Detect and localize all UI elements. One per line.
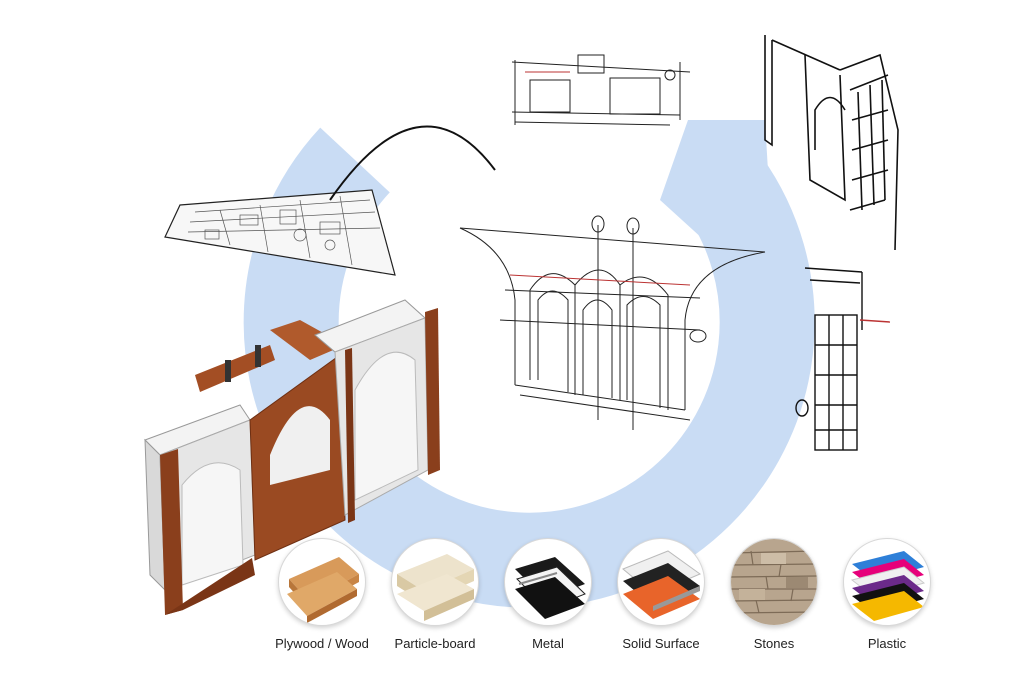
material-label: Plywood / Wood: [275, 636, 369, 651]
material-stones: Stones: [722, 538, 826, 651]
metal-icon: [504, 538, 592, 626]
material-solid-surface: Solid Surface: [609, 538, 713, 651]
floor-plan-drawing: [164, 189, 396, 276]
material-label: Stones: [753, 636, 795, 651]
material-label: Particle-board: [394, 636, 476, 651]
material-metal: Metal: [496, 538, 600, 651]
material-label: Metal: [532, 636, 564, 651]
solid-surface-icon: [617, 538, 705, 626]
material-label: Solid Surface: [622, 636, 700, 651]
material-plastic: Plastic: [835, 538, 939, 651]
materials-list: Plywood / Wood Particle-board: [270, 538, 950, 668]
arch-elevation-drawing: [459, 215, 766, 430]
section-detail-drawing: [511, 54, 691, 126]
material-label: Plastic: [867, 636, 907, 651]
stones-icon: [730, 538, 818, 626]
plastic-icon: [843, 538, 931, 626]
grid-panel-drawing: [795, 267, 891, 451]
plywood-icon: [278, 538, 366, 626]
particle-board-icon: [391, 538, 479, 626]
material-particle-board: Particle-board: [383, 538, 487, 651]
frame-elevation-drawing: [764, 35, 899, 251]
material-plywood-wood: Plywood / Wood: [270, 538, 374, 651]
connector-arc: [329, 125, 496, 201]
casework-3d-model: [144, 299, 440, 615]
